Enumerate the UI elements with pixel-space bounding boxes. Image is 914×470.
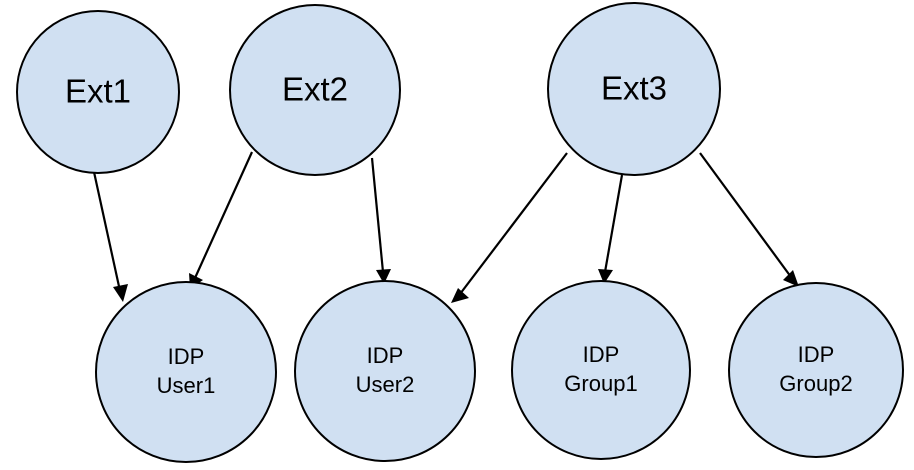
node-circle[interactable]	[16, 10, 180, 174]
edge-line	[603, 174, 624, 273]
edge-line	[193, 151, 254, 279]
node-circle[interactable]	[95, 281, 277, 463]
edge-line	[699, 152, 792, 278]
edge-line	[459, 152, 568, 295]
edge-ext1-to-idp-user1	[92, 171, 128, 302]
node-circle[interactable]	[511, 280, 691, 460]
node-label-line1: IDP	[798, 342, 835, 367]
node-circle[interactable]	[294, 280, 476, 462]
edge-line	[92, 171, 122, 292]
node-label-line1: IDP	[168, 344, 205, 369]
edge-layer	[92, 151, 799, 303]
edge-ext3-to-idp-user2	[451, 152, 568, 303]
node-idp-group1[interactable]: IDP Group1	[511, 280, 691, 460]
node-idp-group2[interactable]: IDP Group2	[728, 282, 904, 458]
edge-ext3-to-idp-group1	[598, 174, 624, 284]
node-circle[interactable]	[728, 282, 904, 458]
node-label-line2: User1	[157, 373, 216, 398]
node-circle[interactable]	[229, 4, 401, 176]
node-label-line2: User2	[356, 372, 415, 397]
node-idp-user1[interactable]: IDP User1	[95, 281, 277, 463]
node-idp-user2[interactable]: IDP User2	[294, 280, 476, 462]
node-label-line2: Group2	[779, 371, 852, 396]
arrowhead-icon	[451, 288, 469, 303]
arrowhead-icon	[113, 284, 128, 302]
node-label: Ext3	[601, 70, 667, 107]
node-label: Ext1	[65, 73, 131, 110]
arrowhead-icon	[783, 270, 799, 287]
arrowhead-icon	[376, 269, 391, 284]
edge-ext3-to-idp-group2	[699, 152, 799, 287]
node-layer: Ext1 Ext2 Ext3 IDP User1 IDP User2 IDP G…	[16, 2, 904, 463]
node-label: Ext2	[282, 71, 348, 108]
edge-ext2-to-idp-user2	[370, 157, 391, 284]
node-circle[interactable]	[547, 2, 721, 176]
node-label-line2: Group1	[564, 371, 637, 396]
arrowhead-icon	[598, 269, 613, 284]
node-label-line1: IDP	[583, 342, 620, 367]
node-ext1[interactable]: Ext1	[16, 10, 180, 174]
node-ext3[interactable]: Ext3	[547, 2, 721, 176]
node-label-line1: IDP	[367, 343, 404, 368]
edge-line	[370, 157, 385, 273]
node-ext2[interactable]: Ext2	[229, 4, 401, 176]
